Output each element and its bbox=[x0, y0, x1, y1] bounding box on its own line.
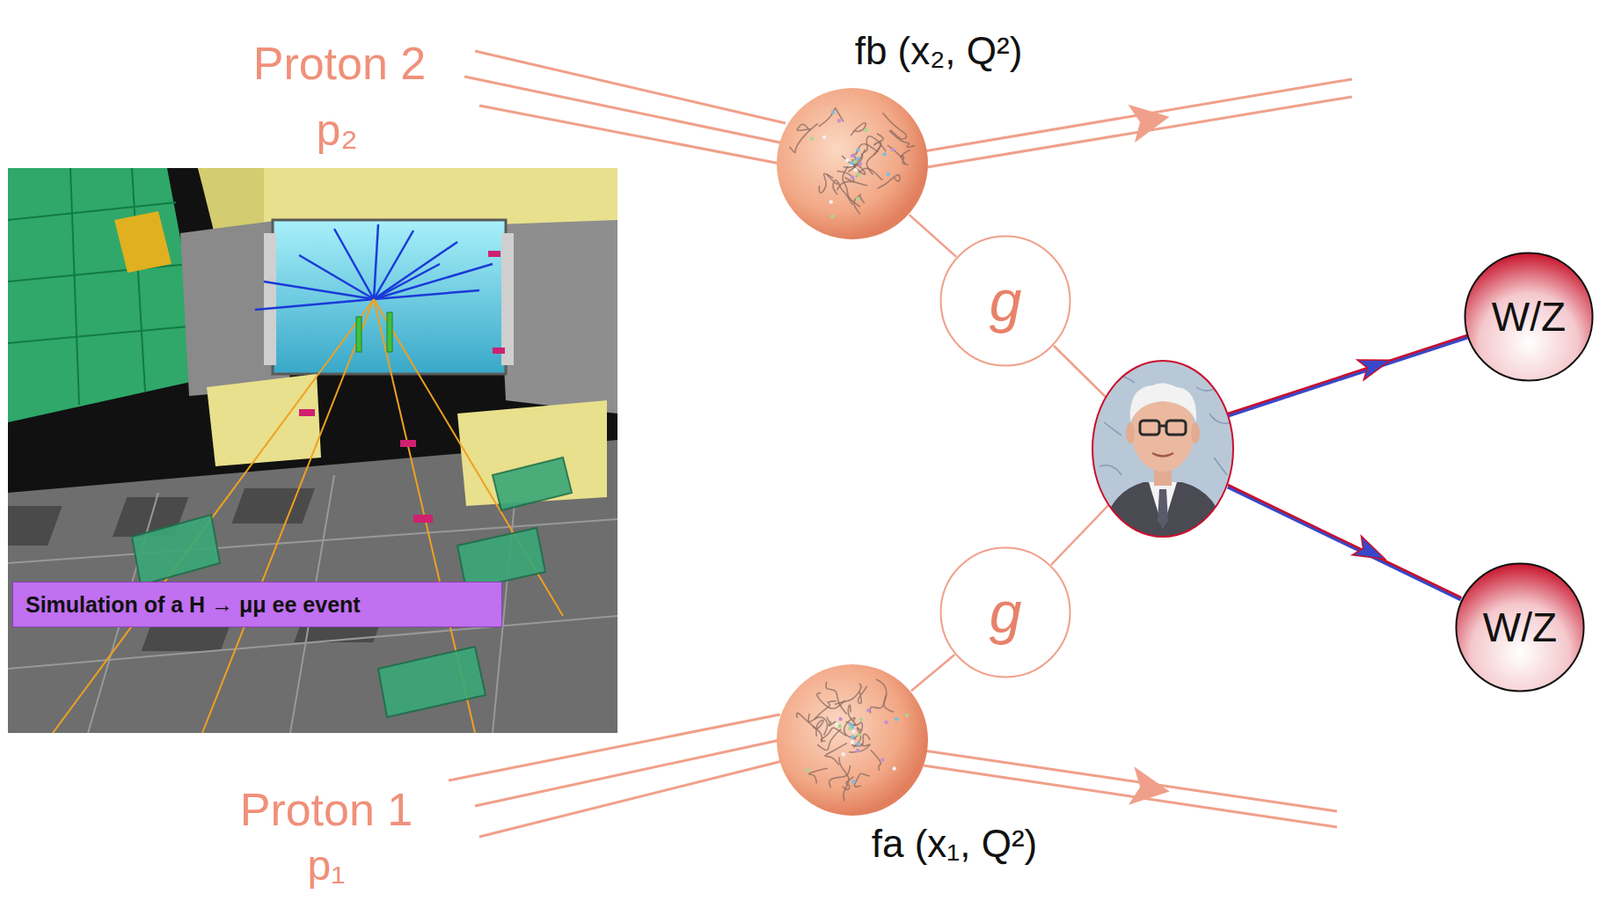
boson-circle: W/Z bbox=[1463, 251, 1594, 382]
blob-outline bbox=[775, 663, 929, 817]
detector-picture bbox=[7, 168, 618, 733]
momentum-label: p₂ bbox=[315, 108, 358, 153]
gluon-line bbox=[911, 654, 956, 691]
proton-label: Proton 1 bbox=[240, 786, 414, 833]
proton-label: Proton 2 bbox=[253, 40, 427, 87]
particle-name: W/Z bbox=[1491, 296, 1566, 337]
boson-circle: W/Z bbox=[1454, 562, 1586, 693]
proton-pdf-blob: fb (x₂, Q²) bbox=[775, 87, 929, 241]
caption-box: Simulation of a H → μμ ee event bbox=[12, 581, 503, 628]
beam-arrowhead bbox=[1127, 97, 1173, 143]
caption-text: Simulation of a H → μμ ee event bbox=[13, 591, 361, 618]
gluon-circle: g bbox=[939, 234, 1072, 367]
decay-arrowhead bbox=[1357, 350, 1395, 380]
momentum-label: p₁ bbox=[307, 844, 346, 887]
proton-pdf-blob: fa (x₁, Q²) bbox=[775, 663, 929, 817]
particle-name: W/Z bbox=[1483, 606, 1557, 648]
particle-name: g bbox=[989, 583, 1023, 642]
pdf-label: fa (x₁, Q²) bbox=[871, 821, 1038, 866]
particle-name: g bbox=[989, 271, 1023, 330]
beam-arrowhead bbox=[1128, 766, 1173, 811]
decay-arrowhead bbox=[1351, 535, 1390, 569]
pdf-label: fb (x₂, Q²) bbox=[854, 29, 1023, 74]
blob-outline bbox=[775, 87, 929, 241]
decay-line bbox=[1227, 335, 1468, 600]
gluon-line bbox=[909, 214, 957, 257]
higgs-portrait bbox=[1090, 358, 1235, 539]
gluon-circle: g bbox=[939, 546, 1072, 679]
